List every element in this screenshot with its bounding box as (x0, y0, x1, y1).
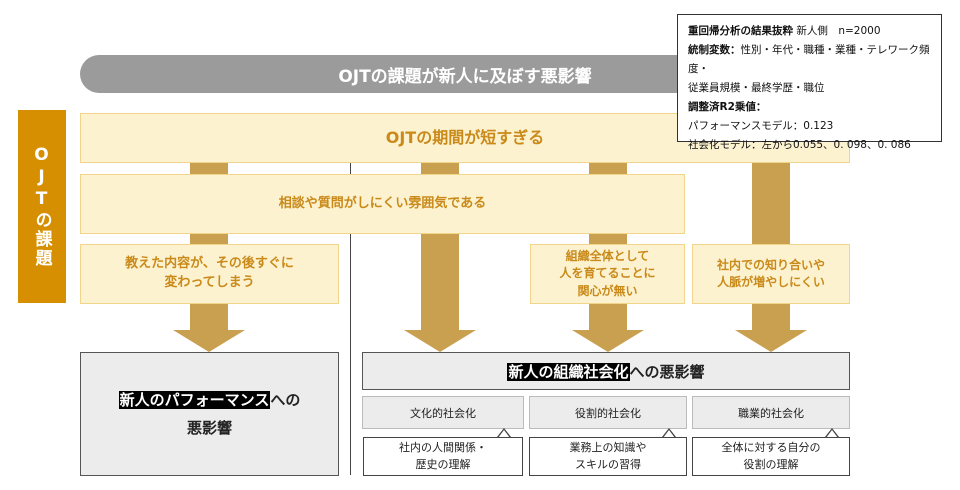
issue-atmosphere-text: 相談や質問がしにくい雰囲気である (278, 195, 487, 211)
social-desc-occ-line2: 役割の理解 (743, 457, 799, 471)
issue-period-short-text: OJTの期間が短すぎる (385, 128, 545, 148)
info-r2-social: 社会化モデル：左から0.055、0. 098、0. 086 (688, 139, 911, 151)
social-type-cultural: 文化的社会化 (362, 396, 524, 429)
issue-org-line2: 人を育てることに (559, 266, 656, 281)
issue-content-change: 教えた内容が、その後すぐに 変わってしまう (80, 244, 339, 304)
social-type-occupational-label: 職業的社会化 (738, 406, 804, 420)
social-type-role: 役割的社会化 (529, 396, 687, 429)
outcome-socialization: 新人の組織社会化への悪影響 (362, 352, 850, 390)
issue-network-line1: 社内での知り合いや (716, 257, 825, 272)
column-divider (350, 163, 351, 475)
info-r2-perf: パフォーマンスモデル：0.123 (688, 120, 834, 132)
info-r2-label: 調整済R2乗値： (688, 101, 767, 113)
issue-atmosphere: 相談や質問がしにくい雰囲気である (80, 174, 685, 234)
regression-info-box: 重回帰分析の結果抜粋 新人側 n=2000 統制変数：性別・年代・職種・業種・テ… (677, 14, 942, 151)
arrowhead-2 (404, 330, 476, 352)
info-controls-label: 統制変数： (688, 44, 741, 56)
info-controls-1: 性別・年代・職種・業種・テレワーク頻度・ (688, 44, 930, 75)
info-sample: 新人側 n=2000 (796, 25, 881, 37)
social-desc-role-line1: 業務上の知識や (569, 441, 647, 454)
issue-org-line3: 関心が無い (577, 283, 638, 298)
side-label: OJTの課題 (18, 110, 66, 303)
callout-tail-inner-1 (498, 430, 510, 438)
issue-org-no-interest: 組織全体として 人を育てることに 関心が無い (530, 244, 685, 304)
side-label-text: OJTの課題 (31, 145, 52, 268)
info-controls-2: 従業員規模・最終学歴・職位 (688, 82, 825, 94)
issue-no-network: 社内での知り合いや 人脈が増やしにくい (692, 244, 850, 304)
issue-network-line2: 人脈が増やしにくい (717, 275, 825, 289)
social-desc-role: 業務上の知識や スキルの習得 (529, 437, 687, 476)
arrowhead-3 (572, 330, 644, 352)
social-desc-occ-line1: 全体に対する自分の (721, 441, 821, 454)
callout-tail-inner-2 (663, 430, 675, 438)
outcome-socialization-highlight: 新人の組織社会化 (507, 362, 630, 381)
issue-org-line1: 組織全体として (565, 248, 650, 263)
social-type-occupational: 職業的社会化 (692, 396, 850, 429)
social-desc-role-line2: スキルの習得 (575, 457, 641, 471)
issue-content-change-line1: 教えた内容が、その後すぐに (125, 256, 294, 272)
outcome-performance-rest: への (270, 390, 301, 409)
social-desc-cultural: 社内の人間関係・ 歴史の理解 (363, 437, 523, 476)
social-type-role-label: 役割的社会化 (575, 406, 641, 420)
issue-content-change-line2: 変わってしまう (164, 275, 255, 290)
outcome-performance-highlight: 新人のパフォーマンス (118, 390, 271, 409)
social-desc-cultural-line1: 社内の人間関係・ (399, 441, 487, 454)
diagram-title: OJTの課題が新人に及ぼす悪影響 (338, 66, 592, 87)
social-desc-occupational: 全体に対する自分の 役割の理解 (692, 437, 850, 476)
arrowhead-1 (173, 330, 245, 352)
outcome-performance-line2: 悪影響 (186, 419, 232, 437)
callout-tail-inner-3 (826, 430, 838, 438)
social-desc-cultural-line2: 歴史の理解 (415, 457, 471, 471)
outcome-socialization-rest: への悪影響 (629, 362, 705, 381)
info-title: 重回帰分析の結果抜粋 (688, 25, 793, 37)
arrowhead-4 (735, 330, 807, 352)
social-type-cultural-label: 文化的社会化 (410, 406, 476, 420)
outcome-performance: 新人のパフォーマンスへの 悪影響 (80, 352, 339, 476)
